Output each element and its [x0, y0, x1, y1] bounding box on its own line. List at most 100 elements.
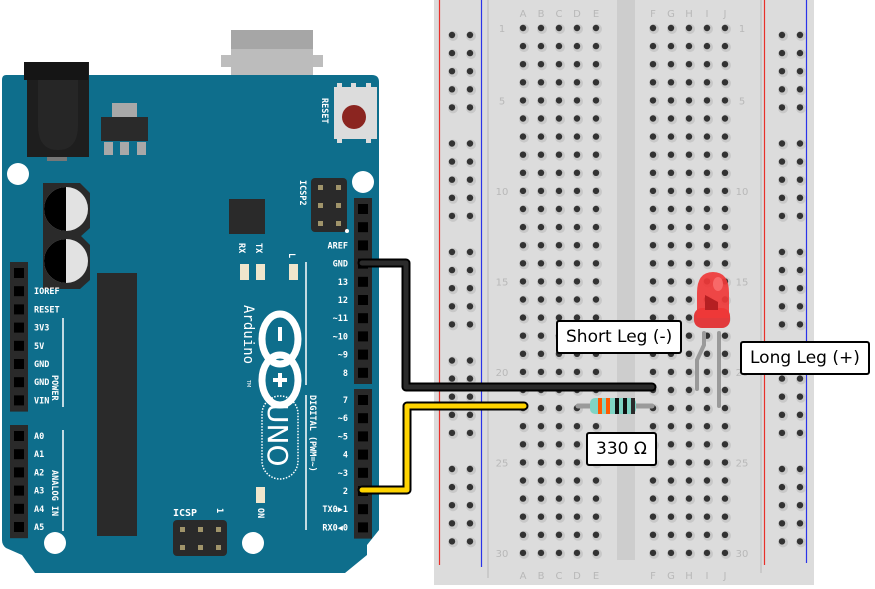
header-pin[interactable] — [14, 268, 24, 278]
breadboard-hole-center — [721, 441, 729, 448]
breadboard-hole-center — [667, 423, 675, 430]
breadboard-hole-center — [796, 411, 804, 418]
header-pin[interactable] — [14, 304, 24, 315]
header-pin[interactable] — [14, 377, 24, 388]
breadboard-hole-center — [537, 260, 545, 267]
breadboard-hole-center — [649, 242, 657, 249]
breadboard-hole-center — [592, 477, 600, 484]
breadboard-hole-center — [649, 60, 657, 68]
header-pin[interactable] — [358, 313, 368, 324]
header-pin[interactable] — [358, 413, 368, 424]
header-pin[interactable] — [14, 431, 24, 441]
icsp-pin — [180, 545, 185, 550]
header-pin[interactable] — [14, 485, 24, 496]
arduino-uno-board: RESET ICSP2 RX TX L ON Arduino TM UNO — [2, 30, 379, 573]
breadboard-hole-center — [466, 86, 474, 93]
header-pin[interactable] — [358, 276, 368, 287]
breadboard-hole-center — [448, 502, 456, 509]
breadboard-hole-center — [667, 296, 675, 303]
header-pin[interactable] — [358, 240, 368, 251]
signal-wire-core — [359, 403, 527, 493]
header-pin[interactable] — [358, 204, 368, 214]
breadboard-hole-center — [555, 169, 563, 176]
breadboard-hole-center — [778, 212, 786, 220]
pin-label: 5V — [34, 342, 44, 352]
breadboard-hole-center — [778, 49, 786, 57]
header-pin[interactable] — [14, 522, 24, 532]
breadboard-hole-center — [448, 266, 456, 274]
resistor[interactable] — [575, 398, 655, 414]
header-pin[interactable] — [14, 286, 24, 297]
breadboard-hole-center — [519, 133, 527, 140]
header-pin[interactable] — [14, 503, 24, 514]
breadboard-hole-center — [778, 429, 786, 437]
breadboard-hole-center — [796, 520, 804, 527]
breadboard-hole-center — [573, 314, 581, 321]
pin-label: ~5 — [338, 432, 348, 442]
power-jack-base — [47, 157, 67, 161]
header-pin[interactable] — [14, 467, 24, 478]
pin-label: ~9 — [338, 351, 348, 361]
header-pin[interactable] — [14, 395, 24, 406]
breadboard-hole-center — [649, 549, 657, 557]
header-pin[interactable] — [358, 522, 368, 533]
red-led[interactable] — [694, 272, 730, 408]
breadboard-hole-center — [555, 24, 563, 32]
pin-label: 13 — [338, 278, 348, 288]
header-pin[interactable] — [358, 467, 368, 478]
arduino-logo — [258, 310, 302, 409]
led-die — [705, 295, 718, 310]
pin-label: A1 — [34, 450, 44, 460]
breadboard-hole-center — [466, 176, 474, 183]
column-label: C — [556, 571, 563, 582]
header-pin[interactable] — [14, 449, 24, 460]
breadboard-hole-center — [573, 223, 581, 231]
breadboard-hole-center — [555, 495, 563, 502]
breadboard-hole-center — [592, 423, 600, 430]
breadboard-hole-center — [649, 513, 657, 520]
breadboard-hole-center — [448, 212, 456, 220]
breadboard-hole-center — [592, 42, 600, 50]
breadboard-hole-center — [466, 520, 474, 527]
breadboard-hole-center — [448, 140, 456, 147]
icsp-header — [173, 520, 227, 556]
breadboard-hole-center — [796, 538, 804, 545]
breadboard-hole-center — [649, 42, 657, 50]
header-pin[interactable] — [358, 349, 368, 360]
breadboard-hole-center — [778, 393, 786, 400]
header-pin[interactable] — [358, 331, 368, 342]
header-pin[interactable] — [14, 340, 24, 351]
pin-label: AREF — [328, 241, 348, 251]
breadboard-hole-center — [685, 260, 693, 267]
led-short-leg — [695, 331, 706, 391]
header-pin[interactable] — [358, 295, 368, 305]
header-housing — [10, 262, 28, 412]
header-pin[interactable] — [14, 322, 24, 333]
breadboard-hole-center — [778, 303, 786, 310]
breadboard-hole-center — [703, 24, 711, 32]
header-pin[interactable] — [358, 367, 368, 378]
header-pin[interactable] — [14, 359, 24, 369]
breadboard-hole-center — [685, 278, 693, 285]
breadboard-hole-center — [649, 97, 657, 104]
breadboard-hole-center — [685, 79, 693, 86]
header-pin[interactable] — [358, 222, 368, 233]
header-pin[interactable] — [358, 431, 368, 442]
rx-led — [240, 264, 249, 280]
header-pin[interactable] — [358, 395, 368, 405]
breadboard-hole-center — [592, 205, 600, 213]
icsp2-header — [311, 178, 347, 232]
header-pin[interactable] — [358, 449, 368, 460]
mounting-hole — [352, 171, 374, 193]
icsp-pin — [336, 203, 341, 208]
header-pin[interactable] — [358, 504, 368, 515]
breadboard-hole-center — [649, 423, 657, 430]
pin-label: A3 — [34, 487, 44, 497]
breadboard-hole-center — [592, 260, 600, 267]
breadboard-hole-center — [667, 260, 675, 267]
breadboard-hole-center — [778, 140, 786, 147]
breadboard-hole-center — [537, 423, 545, 430]
reset-button[interactable] — [342, 105, 366, 129]
breadboard-hole-center — [466, 502, 474, 509]
pin-label: RESET — [34, 305, 60, 315]
